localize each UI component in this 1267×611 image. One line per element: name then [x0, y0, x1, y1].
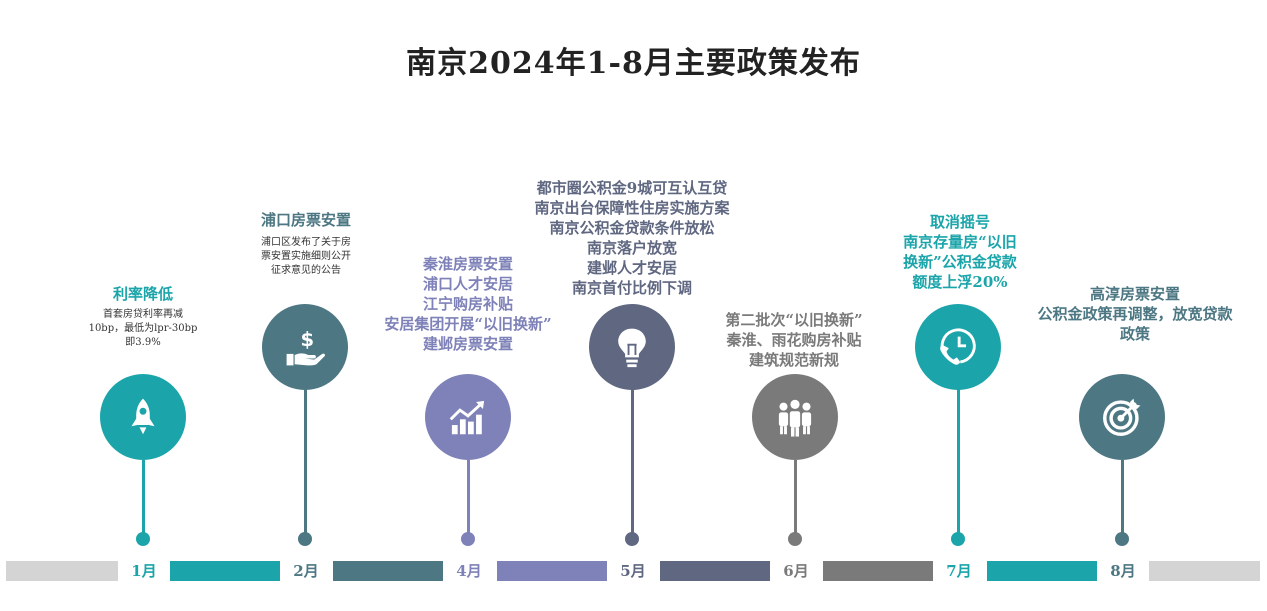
event-circle-feb: $ [262, 304, 348, 390]
event-heading-feb: 浦口房票安置 [260, 211, 351, 229]
timeline-segment [660, 561, 770, 581]
timeline-dot [951, 532, 965, 546]
timeline-segment [6, 561, 118, 581]
event-text-aug: 高淳房票安置 公积金政策再调整，放宽贷款 政策 [1037, 285, 1233, 343]
event-details-feb: 浦口区发布了关于房 票安置实施细则公开 征求意见的公告 [261, 237, 351, 276]
timeline-dot [788, 532, 802, 546]
connector-line [957, 386, 960, 538]
event-text-jun: 第二批次“以旧换新” 秦淮、雨花购房补贴 建筑规范新规 [725, 311, 863, 369]
growth-chart-icon [449, 400, 485, 435]
timeline-segment [170, 561, 280, 581]
target-icon [1103, 398, 1141, 436]
event-circle-may [589, 304, 675, 390]
timeline-dot [461, 532, 475, 546]
timeline-dot [625, 532, 639, 546]
timeline-segment [823, 561, 933, 581]
month-label-aug: 8月 [1110, 562, 1136, 580]
phone-clock-icon [940, 328, 976, 365]
connector-line [467, 460, 470, 538]
event-text-apr: 秦淮房票安置 浦口人才安居 江宁购房补贴 安居集团开展“以旧换新” 建邺房票安置 [384, 255, 552, 353]
timeline-segment [1149, 561, 1260, 581]
event-circle-jun [752, 374, 838, 460]
timeline-dot [298, 532, 312, 546]
event-heading-jan: 利率降低 [112, 285, 173, 303]
page-title: 南京2024年1-8月主要政策发布 [406, 46, 861, 81]
month-label-jan: 1月 [131, 562, 157, 580]
money-hand-icon: $ [286, 328, 326, 366]
month-label-apr: 4月 [456, 562, 482, 580]
event-circle-jan [100, 374, 186, 460]
team-icon [778, 399, 812, 437]
svg-text:$: $ [301, 328, 315, 351]
rocket-icon [131, 398, 155, 435]
connector-line [1121, 460, 1124, 538]
timeline-segment [333, 561, 443, 581]
event-circle-aug [1079, 374, 1165, 460]
month-label-may: 5月 [620, 562, 646, 580]
event-details-jan: 首套房贷利率再减 10bp，最低为lpr-30bp 即3.9% [88, 309, 198, 348]
timeline-dot [1115, 532, 1129, 546]
timeline-dot [136, 532, 150, 546]
connector-line [304, 386, 307, 538]
connector-line [794, 460, 797, 538]
connector-line [142, 460, 145, 538]
month-label-jun: 6月 [783, 562, 809, 580]
event-text-jul: 取消摇号 南京存量房“以旧 换新”公积金贷款 额度上浮20% [903, 213, 1017, 291]
lightbulb-icon [618, 328, 646, 368]
event-circle-apr [425, 374, 511, 460]
connector-line [631, 386, 634, 538]
timeline-segment [987, 561, 1097, 581]
month-label-jul: 7月 [946, 562, 972, 580]
timeline-segment [497, 561, 607, 581]
event-text-may: 都市圈公积金9城可互认互贷 南京出台保障性住房实施方案 南京公积金贷款条件放松 … [534, 179, 730, 297]
event-circle-jul [915, 304, 1001, 390]
month-label-feb: 2月 [293, 562, 319, 580]
